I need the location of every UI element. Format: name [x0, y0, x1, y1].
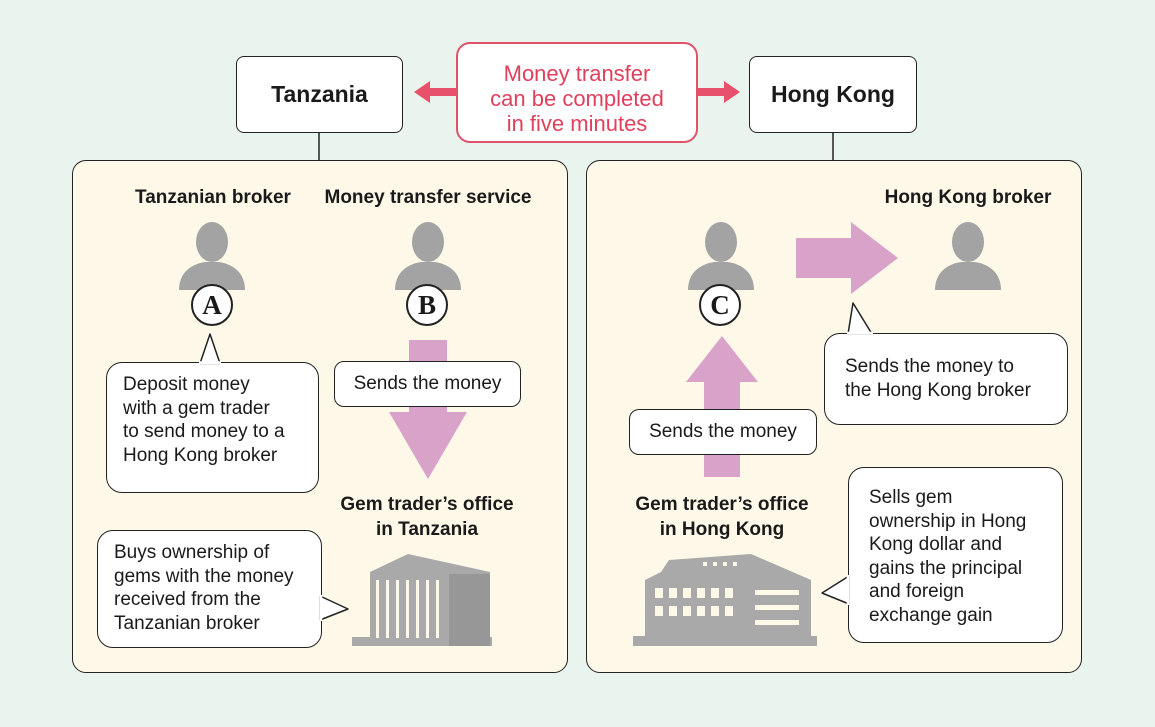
- badge-a: A: [191, 284, 233, 326]
- gem-office-tanzania-line-1: Gem trader’s office: [340, 494, 514, 515]
- buys-line-2: gems with the money: [114, 565, 294, 587]
- office-building-hong-kong-icon: [633, 554, 817, 646]
- sends-to-broker-bubble: Sends the money to the Hong Kong broker: [824, 333, 1068, 425]
- money-transfer-service-label: Money transfer service: [324, 187, 532, 208]
- country-label-tanzania: Tanzania: [271, 81, 368, 107]
- tanzanian-broker-label: Tanzanian broker: [135, 187, 291, 208]
- deposit-line-3: to send money to a: [123, 421, 285, 442]
- sends-money-pill-hong-kong: Sends the money: [629, 409, 817, 455]
- buys-line-1: Buys ownership of: [114, 542, 270, 563]
- sends-to-line-1: Sends the money to: [845, 356, 1014, 377]
- sells-line-5: and foreign: [869, 581, 965, 602]
- hong-kong-broker-label: Hong Kong broker: [884, 187, 1052, 208]
- highlight-line-3: in five minutes: [506, 111, 648, 136]
- person-icon-hong-kong-broker: [935, 222, 1001, 290]
- country-box-tanzania: Tanzania: [236, 56, 403, 133]
- deposit-line-1: Deposit money: [123, 374, 250, 395]
- gem-office-hong-kong-line-2: in Hong Kong: [659, 519, 785, 540]
- sends-money-pill-tanzania: Sends the money: [334, 361, 521, 407]
- person-icon-tanzanian-broker: [179, 222, 245, 290]
- gem-office-tanzania-line-2: in Tanzania: [375, 519, 479, 540]
- office-building-tanzania-icon: [352, 554, 492, 646]
- right-arrow-to-broker: [796, 222, 898, 294]
- deposit-bubble: Deposit money with a gem trader to send …: [106, 362, 319, 493]
- deposit-bubble-tail: [199, 333, 221, 365]
- gem-office-tanzania-label: Gem trader’s office in Tanzania: [322, 492, 532, 542]
- buys-line-3: received from the: [114, 589, 261, 610]
- sends-to-bubble-tail: [847, 302, 873, 335]
- person-icon-gem-trader: [688, 222, 754, 290]
- deposit-line-2: with a gem trader: [123, 397, 270, 419]
- buys-bubble-tail: [319, 595, 349, 621]
- highlight-box: Money transfer can be completed in five …: [456, 42, 698, 143]
- buys-bubble: Buys ownership of gems with the money re…: [97, 530, 322, 648]
- highlight-line-1: Money transfer: [503, 61, 651, 86]
- sells-line-4: gains the principal: [869, 557, 1023, 579]
- deposit-line-4: Hong Kong broker: [123, 444, 278, 466]
- badge-b: B: [406, 284, 448, 326]
- sells-bubble-tail: [821, 575, 850, 605]
- person-icon-money-transfer-service: [395, 222, 461, 290]
- sells-bubble: Sells gem ownership in Hong Kong dollar …: [848, 467, 1063, 643]
- gem-office-hong-kong-label: Gem trader’s office in Hong Kong: [617, 492, 827, 542]
- badge-c: C: [699, 284, 741, 326]
- country-label-hong-kong: Hong Kong: [771, 81, 895, 107]
- sends-to-line-2: the Hong Kong broker: [845, 379, 1031, 401]
- highlight-line-2: can be completed: [490, 86, 664, 111]
- sells-line-1: Sells gem: [869, 487, 953, 508]
- gem-office-hong-kong-line-1: Gem trader’s office: [635, 494, 809, 515]
- country-box-hong-kong: Hong Kong: [749, 56, 917, 133]
- sells-line-6: exchange gain: [869, 604, 993, 626]
- down-arrow-tanzania: [389, 340, 467, 479]
- sells-line-3: Kong dollar and: [869, 534, 1003, 555]
- sells-line-2: ownership in Hong: [869, 510, 1027, 532]
- buys-line-4: Tanzanian broker: [114, 612, 260, 634]
